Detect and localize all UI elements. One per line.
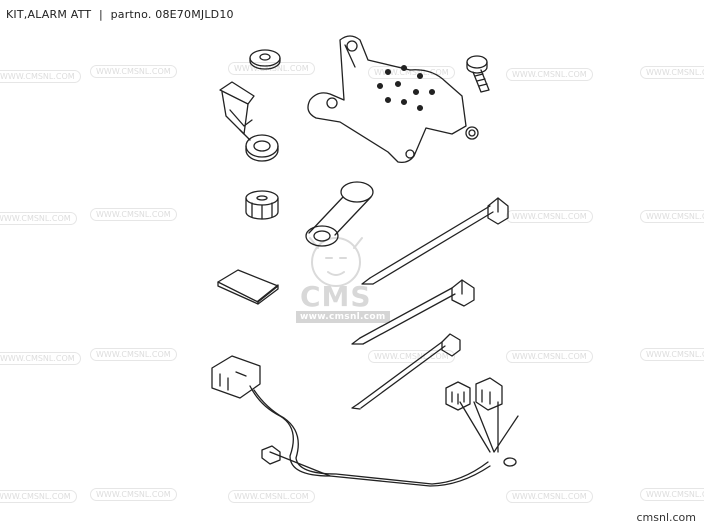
watermark-label: WWW.CMSNL.COM xyxy=(640,66,704,79)
watermark-label: WWW.CMSNL.COM xyxy=(640,348,704,361)
foam-pad-icon xyxy=(217,269,279,305)
watermark-label: WWW.CMSNL.COM xyxy=(640,210,704,223)
watermark-label: WWW.CMSNL.COM xyxy=(0,212,77,225)
title-separator: | xyxy=(98,8,103,21)
watermark-label: WWW.CMSNL.COM xyxy=(506,68,593,81)
watermark-label: WWW.CMSNL.COM xyxy=(506,210,593,223)
grommet-icon xyxy=(245,190,279,220)
watermark-label: WWW.CMSNL.COM xyxy=(90,208,177,221)
watermark-label: WWW.CMSNL.COM xyxy=(368,66,455,79)
watermark-label: WWW.CMSNL.COM xyxy=(640,488,704,501)
cable-tie-icon xyxy=(351,333,461,410)
bracket-icon xyxy=(219,81,279,162)
wire-harness-icon xyxy=(211,355,519,487)
watermark-label: WWW.CMSNL.COM xyxy=(90,348,177,361)
part-label: partno. xyxy=(110,8,152,21)
watermark-label: WWW.CMSNL.COM xyxy=(0,70,81,83)
watermark-label: WWW.CMSNL.COM xyxy=(506,350,593,363)
sleeve-icon xyxy=(305,181,374,247)
cable-tie-icon xyxy=(351,279,475,345)
kit-title: KIT,ALARM ATT xyxy=(6,8,92,21)
cable-tie-icon xyxy=(361,197,509,285)
watermark-label: WWW.CMSNL.COM xyxy=(228,490,315,503)
mounting-plate-icon xyxy=(307,35,479,164)
site-footer: cmsnl.com xyxy=(636,511,696,524)
washer-icon xyxy=(249,49,281,70)
page-title: KIT,ALARM ATT | partno. 08E70MJLD10 xyxy=(6,8,234,21)
watermark-label: WWW.CMSNL.COM xyxy=(0,490,77,503)
cms-logo-url: www.cmsnl.com xyxy=(296,311,390,323)
part-number: 08E70MJLD10 xyxy=(155,8,234,21)
watermark-label: WWW.CMSNL.COM xyxy=(506,490,593,503)
watermark-label: WWW.CMSNL.COM xyxy=(90,488,177,501)
bolt-icon xyxy=(466,55,490,93)
watermark-label: WWW.CMSNL.COM xyxy=(368,350,455,363)
watermark-label: WWW.CMSNL.COM xyxy=(0,352,81,365)
cms-mascot-icon xyxy=(309,237,363,287)
watermark-label: WWW.CMSNL.COM xyxy=(90,65,177,78)
